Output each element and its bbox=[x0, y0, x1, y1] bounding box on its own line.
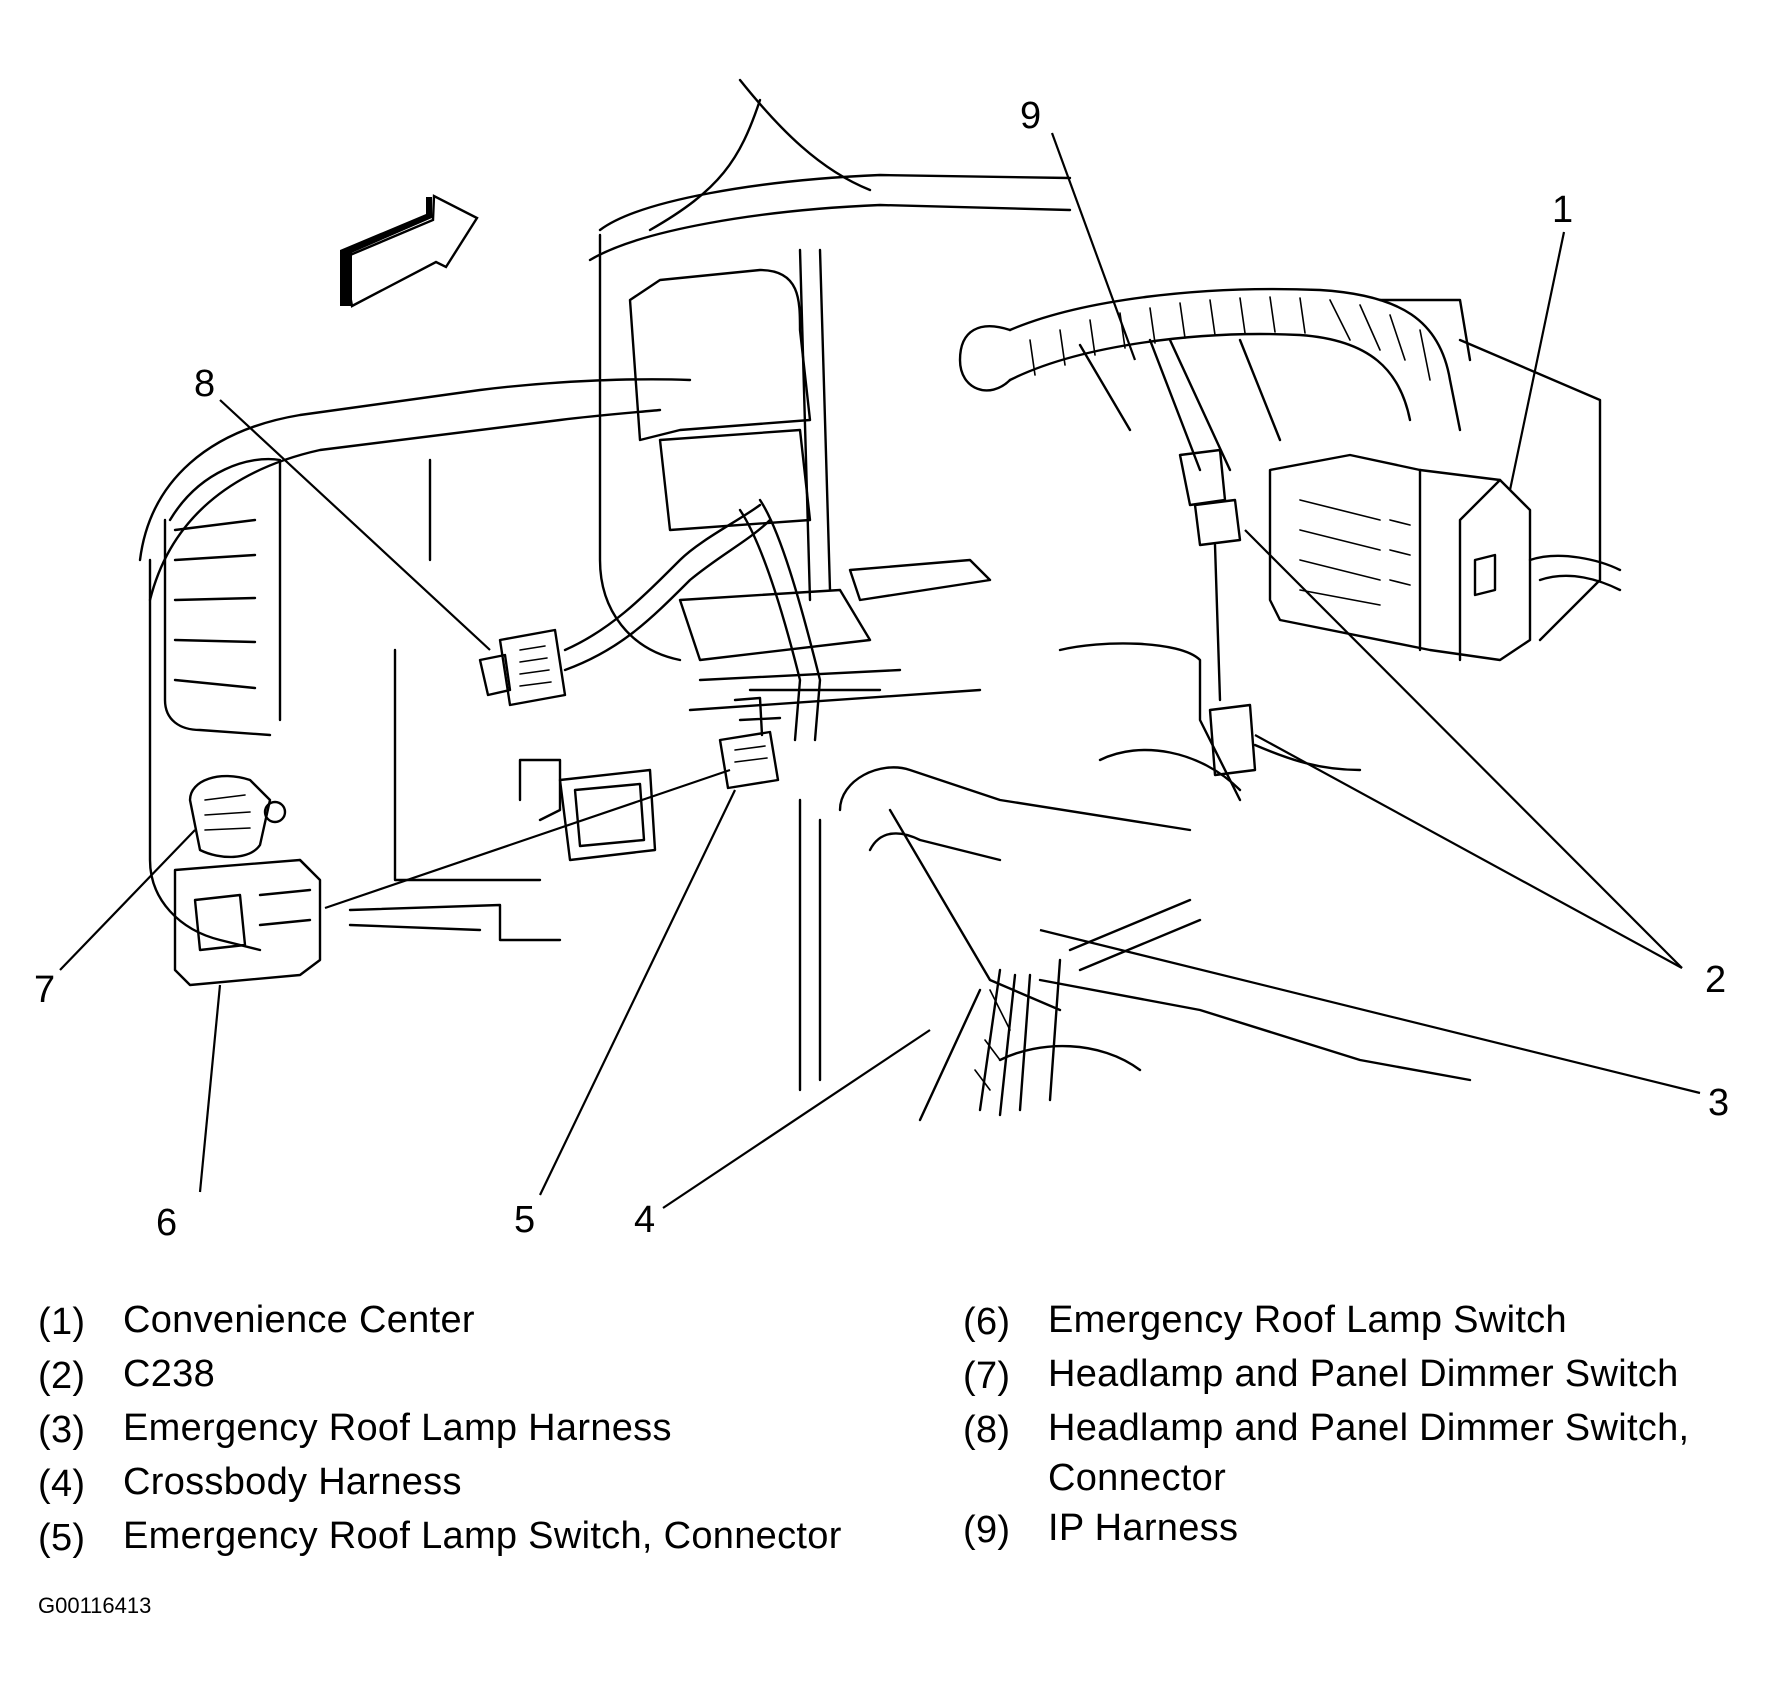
legend-item: (6) Emergency Roof Lamp Switch bbox=[963, 1295, 1689, 1349]
instrument-panel-outline bbox=[138, 78, 1602, 1092]
legend-item: (8) Headlamp and Panel Dimmer Switch, Co… bbox=[963, 1403, 1689, 1503]
callout-4: 4 bbox=[634, 1199, 655, 1240]
legend-label: Emergency Roof Lamp Harness bbox=[123, 1407, 672, 1449]
legend-label: Convenience Center bbox=[123, 1299, 475, 1341]
legend-number: (4) bbox=[38, 1463, 86, 1505]
callout-8: 8 bbox=[194, 363, 215, 405]
legend-item: (4) Crossbody Harness bbox=[38, 1457, 842, 1511]
legend-label: Emergency Roof Lamp Switch, Connector bbox=[123, 1515, 842, 1557]
legend-column-left: (1) Convenience Center (2) C238 (3) Emer… bbox=[38, 1295, 842, 1565]
callout-6: 6 bbox=[156, 1202, 177, 1240]
callout-3: 3 bbox=[1708, 1082, 1729, 1124]
legend-column-right: (6) Emergency Roof Lamp Switch (7) Headl… bbox=[963, 1295, 1689, 1557]
emergency-roof-lamp-switch bbox=[173, 858, 322, 987]
headlamp-dimmer-switch-connector bbox=[478, 498, 822, 742]
legend-label: IP Harness bbox=[1048, 1507, 1239, 1549]
legend-number: (7) bbox=[963, 1355, 1011, 1397]
legend-number: (3) bbox=[38, 1409, 86, 1451]
legend-item: (7) Headlamp and Panel Dimmer Switch bbox=[963, 1349, 1689, 1403]
headlamp-dimmer-switch bbox=[188, 774, 287, 859]
callout-7: 7 bbox=[34, 969, 55, 1011]
legend-label: Headlamp and Panel Dimmer Switch bbox=[1048, 1353, 1679, 1395]
ip-harness bbox=[958, 287, 1462, 472]
legend-number: (2) bbox=[38, 1355, 86, 1397]
legend-item: (5) Emergency Roof Lamp Switch, Connecto… bbox=[38, 1511, 842, 1565]
convenience-center bbox=[1268, 453, 1622, 662]
callout-numbers: 1 2 3 4 5 6 7 8 9 bbox=[34, 95, 1729, 1240]
callout-2: 2 bbox=[1705, 959, 1726, 1001]
legend-item: (1) Convenience Center bbox=[38, 1295, 842, 1349]
callout-9: 9 bbox=[1020, 95, 1041, 137]
figure-id: G00116413 bbox=[38, 1593, 152, 1618]
callout-5: 5 bbox=[514, 1199, 535, 1240]
legend-number: (8) bbox=[963, 1409, 1011, 1451]
legend-item: (9) IP Harness bbox=[963, 1503, 1689, 1557]
legend-label: Crossbody Harness bbox=[123, 1461, 462, 1503]
legend-label: Headlamp and Panel Dimmer Switch, Connec… bbox=[1048, 1407, 1690, 1499]
diagram-illustration: 1 2 3 4 5 6 7 8 9 bbox=[34, 78, 1729, 1240]
front-direction-arrow-icon bbox=[340, 194, 479, 308]
leader-lines bbox=[59, 132, 1701, 1209]
legend-number: (6) bbox=[963, 1301, 1011, 1343]
legend-item: (2) C238 bbox=[38, 1349, 842, 1403]
callout-1: 1 bbox=[1552, 189, 1573, 231]
legend-number: (9) bbox=[963, 1509, 1011, 1551]
legend-number: (1) bbox=[38, 1301, 86, 1343]
legend-label: C238 bbox=[123, 1353, 216, 1395]
legend-label: Emergency Roof Lamp Switch bbox=[1048, 1299, 1567, 1341]
emergency-switch-connector bbox=[558, 696, 782, 862]
legend-number: (5) bbox=[38, 1517, 86, 1559]
legend-item: (3) Emergency Roof Lamp Harness bbox=[38, 1403, 842, 1457]
c238-connector bbox=[1178, 448, 1362, 777]
